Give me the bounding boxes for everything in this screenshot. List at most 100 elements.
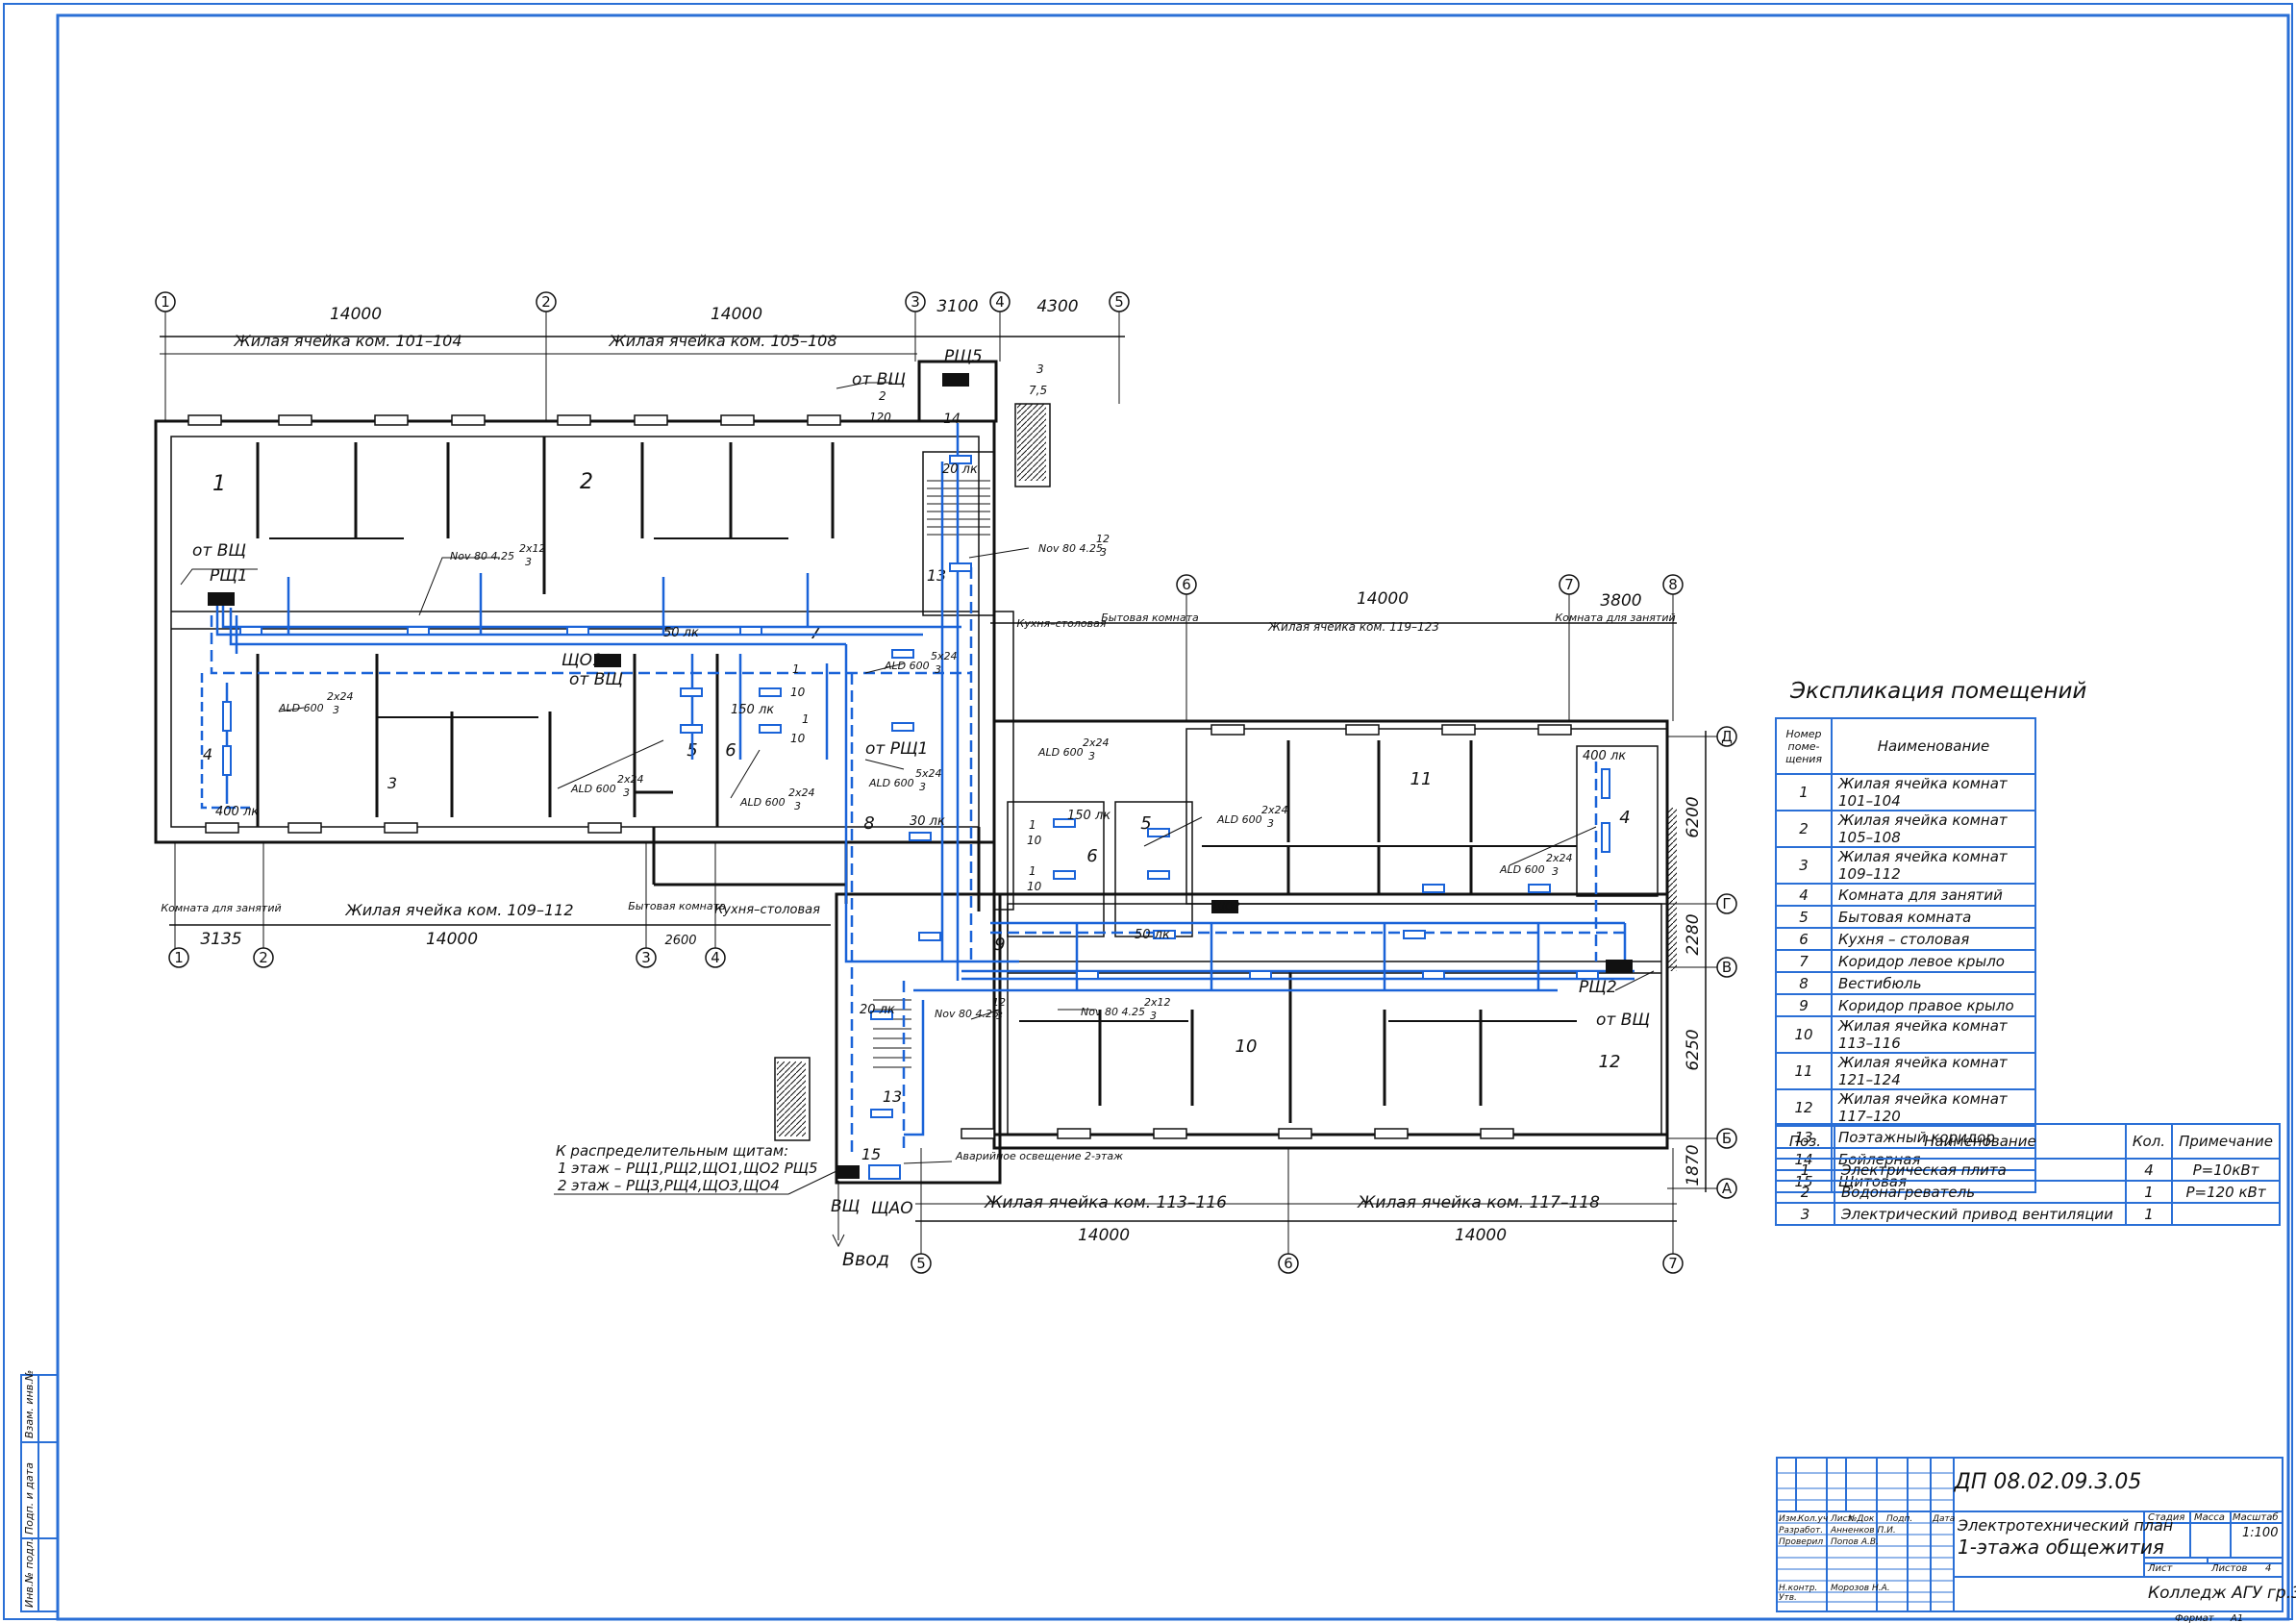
mark-6-den: 10: [1027, 880, 1042, 893]
explication-room-number: 9: [1775, 993, 1833, 1017]
razrab-name: Анненков П.И.: [1830, 1526, 1896, 1536]
equipment-qty: 4: [2124, 1158, 2174, 1182]
lamp-ald1-frac: 2x24: [327, 690, 354, 703]
room-number-15: 15: [861, 1145, 881, 1163]
equipment-header-qty: Кол.: [2124, 1123, 2174, 1160]
mark-3-den: 10: [790, 686, 806, 699]
side-podp: Подп. и дата: [23, 1462, 36, 1535]
nkontr-name: Морозов Н.А.: [1831, 1584, 1890, 1593]
label-rsh1-from: от ВЩ: [192, 541, 246, 561]
zone-101: Жилая ячейка ком. 101–104: [233, 332, 462, 350]
mark-1: 2: [879, 389, 886, 403]
dim-r-2: 2280: [1684, 913, 1703, 955]
room-number-12: 12: [1599, 1052, 1621, 1072]
axis-bl-2: 2: [259, 949, 268, 966]
mark-4-den: 10: [790, 732, 806, 745]
explication-room-number: 8: [1775, 971, 1833, 995]
axis-r-B: Б: [1722, 1130, 1732, 1147]
equipment-note: P=10кВт: [2171, 1158, 2281, 1182]
lamp-ald7-den: 3: [1267, 817, 1274, 830]
dim-top-1: 14000: [330, 305, 382, 324]
side-vzam: Взам. инв.№: [23, 1370, 36, 1438]
lux-150b: 150 лк: [1067, 809, 1111, 823]
lux-400b: 400 лк: [1583, 749, 1626, 763]
leader-lines: [180, 382, 1655, 1248]
axis-br-5: 5: [916, 1255, 926, 1272]
axis-top-1: 1: [161, 293, 170, 311]
axis-mid-7: 7: [1564, 576, 1574, 593]
lamp-ald7-frac: 2x24: [1261, 804, 1288, 816]
equipment-qty: 1: [2124, 1202, 2174, 1226]
panel-sho1: [594, 654, 621, 667]
room-number-10: 10: [1235, 1036, 1258, 1057]
lamp-nov2-den: 3: [1100, 546, 1107, 559]
label-sho1-from: от ВЩ: [569, 670, 623, 689]
explication-room-number: 2: [1775, 810, 1833, 848]
dimension-labels: 14000 14000 3100 4300 14000 3800 3135 14…: [200, 297, 1703, 1245]
note-line-3: 2 этаж – РЩ3,РЩ4,ЩО3,ЩО4: [558, 1177, 780, 1194]
equipment-qty: 1: [2124, 1180, 2174, 1204]
label-rsh5-from: от ВЩ: [852, 370, 906, 389]
label-sho2: ЩО2: [1213, 900, 1240, 912]
axis-markers: [155, 291, 1737, 1274]
dim-r-4: 1870: [1684, 1144, 1703, 1186]
room-number-4: 4: [203, 745, 212, 763]
explication-room-number: 10: [1775, 1015, 1833, 1054]
list-label: Лист: [2147, 1563, 2174, 1574]
room-number-8: 8: [863, 813, 874, 834]
lux-150a: 150 лк: [731, 703, 774, 717]
room-number-6b: 6: [1086, 846, 1097, 866]
explication-room-number: 3: [1775, 846, 1833, 885]
axis-r-D: Д: [1721, 728, 1733, 745]
dim-br-2: 14000: [1455, 1226, 1507, 1245]
explication-room-name: Жилая ячейка комнат 117–120: [1831, 1088, 2036, 1127]
dim-bl-3: 2600: [664, 934, 696, 948]
mark-2: 3: [1036, 362, 1044, 376]
scale-value: 1:100: [2242, 1526, 2278, 1540]
explication-room-number: 12: [1775, 1088, 1833, 1127]
lamp-ald8: ALD 600: [1499, 863, 1545, 876]
dim-top-3: 3100: [936, 297, 978, 316]
note-line-1: К распределительным щитам:: [556, 1142, 788, 1160]
utv-label: Утв.: [1779, 1593, 1797, 1603]
room-number-14: 14: [943, 412, 961, 427]
panel-rsh5: [942, 373, 969, 387]
explication-room-number: 4: [1775, 883, 1833, 907]
explication-room-name: Комната для занятий: [1831, 883, 2036, 907]
equipment-pos: 3: [1775, 1202, 1835, 1226]
dim-r-3: 6250: [1684, 1029, 1703, 1070]
explication-room-name: Коридор левое крыло: [1831, 949, 2036, 973]
equipment-name: Электрическая плита: [1833, 1158, 2127, 1182]
lamp-ald5-frac: 5x24: [915, 767, 942, 780]
zone-class-right: Комната для занятий: [1555, 612, 1675, 624]
panel-rsh2: [1606, 960, 1633, 973]
hdr-kol: Кол.уч: [1798, 1514, 1828, 1524]
room-number-4b: 4: [1619, 808, 1630, 828]
explication-room-name: Жилая ячейка комнат 109–112: [1831, 846, 2036, 885]
panel-rsh1: [208, 592, 235, 606]
zone-117: Жилая ячейка ком. 117–118: [1357, 1193, 1600, 1212]
lamp-nov4-frac: 12: [992, 996, 1006, 1009]
nkontr-label: Н.контр.: [1779, 1584, 1817, 1593]
explication-room-name: Бытовая комната: [1831, 905, 2036, 929]
listov-label: Листов: [2210, 1563, 2247, 1574]
note-emergency: Аварийное освещение 2-этаж: [955, 1150, 1123, 1162]
lamp-ald1-den: 3: [333, 704, 339, 716]
luminaires: [222, 455, 1610, 1118]
zone-labels: Жилая ячейка ком. 101–104 Жилая ячейка к…: [161, 332, 1675, 1212]
lamp-ald7: ALD 600: [1216, 813, 1262, 826]
mark-6: 1: [1029, 864, 1036, 878]
equipment-header-name: Наименование: [1833, 1123, 2127, 1160]
title-block-grid: [1776, 1457, 2284, 1612]
organization: Колледж АГУ гр.333-42: [2148, 1584, 2296, 1603]
dim-br-1: 14000: [1078, 1226, 1130, 1245]
side-block-grid: [20, 1374, 59, 1612]
panel-vsh: [836, 1165, 860, 1179]
sheet-inner-frame: [56, 13, 2290, 1621]
